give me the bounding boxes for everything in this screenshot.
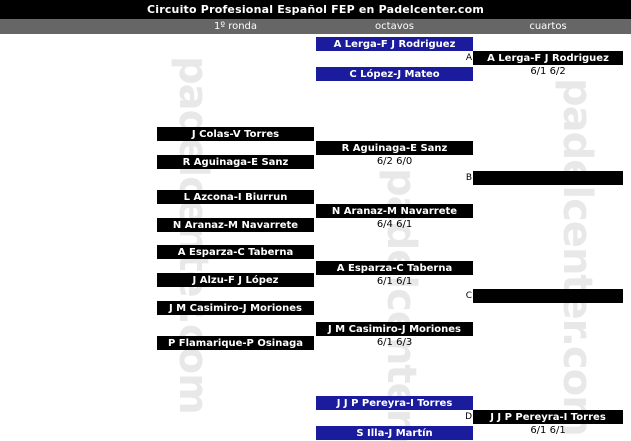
r3-slot-d[interactable]: J J P Pereyra-I Torres (473, 410, 623, 424)
r1-slot-5[interactable]: A Esparza-C Taberna (157, 245, 314, 259)
r3-score-d: 6/1 6/1 (530, 424, 566, 436)
round-header-primera: 1º ronda (213, 21, 258, 32)
r1-slot-6[interactable]: J Alzu-F J López (157, 273, 314, 287)
r3-seed-d: D (465, 412, 472, 422)
r2-slot-6[interactable]: J M Casimiro-J Moriones (316, 322, 473, 336)
r1-slot-2[interactable]: R Aguinaga-E Sanz (157, 155, 314, 169)
r2-slot-8[interactable]: S Illa-J Martín (316, 426, 473, 440)
r3-seed-a: A (465, 53, 472, 63)
r2-score-4: 6/4 6/1 (376, 218, 413, 230)
round-header-bar (0, 19, 631, 34)
r3-score-b (473, 185, 623, 197)
r1-slot-7[interactable]: J M Casimiro-J Moriones (157, 301, 314, 315)
r2-slot-5[interactable]: A Esparza-C Taberna (316, 261, 473, 275)
r3-score-c (473, 303, 623, 315)
r2-slot-4[interactable]: N Aranaz-M Navarrete (316, 204, 473, 218)
r2-score-6: 6/1 6/3 (376, 336, 413, 348)
r1-slot-8[interactable]: P Flamarique-P Osinaga (157, 336, 314, 350)
r2-slot-1[interactable]: A Lerga-F J Rodriguez (316, 37, 473, 51)
r2-slot-2[interactable]: C López-J Mateo (316, 67, 473, 81)
r1-slot-4[interactable]: N Aranaz-M Navarrete (157, 218, 314, 232)
page-title: Circuito Profesional Español FEP en Pade… (0, 0, 631, 19)
watermark-left: padelcenter.com (170, 56, 216, 414)
round-header-octavos: octavos (375, 21, 414, 32)
r3-slot-c[interactable] (473, 289, 623, 303)
r2-score-5: 6/1 6/1 (376, 275, 413, 287)
r3-seed-c: C (465, 291, 472, 301)
watermark-right: padelcenter.com (554, 78, 600, 436)
r3-seed-b: B (465, 173, 472, 183)
r3-score-a: 6/1 6/2 (530, 65, 566, 77)
r2-slot-7[interactable]: J J P Pereyra-I Torres (316, 396, 473, 410)
r3-slot-a[interactable]: A Lerga-F J Rodriguez (473, 51, 623, 65)
r2-score-3: 6/2 6/0 (376, 155, 413, 167)
r3-slot-b[interactable] (473, 171, 623, 185)
r1-slot-1[interactable]: J Colas-V Torres (157, 127, 314, 141)
r1-slot-3[interactable]: L Azcona-I Biurrun (157, 190, 314, 204)
r2-slot-3[interactable]: R Aguinaga-E Sanz (316, 141, 473, 155)
round-header-cuartos: cuartos (529, 21, 567, 32)
